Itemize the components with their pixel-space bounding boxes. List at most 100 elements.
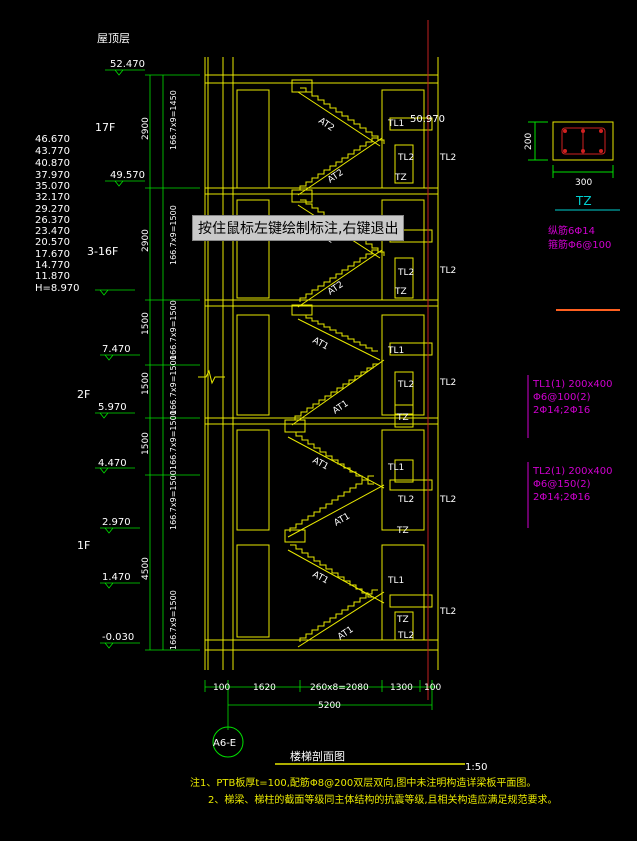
stair-flight-label: AT2 bbox=[326, 280, 345, 298]
drawing-title: 楼梯剖面图 1:50 bbox=[275, 749, 487, 773]
stair-labels: AT2 AT2 AT2 AT2 AT1 AT1 AT1 AT1 AT1 AT1 … bbox=[311, 116, 457, 642]
level-text: 35.070 bbox=[35, 181, 70, 192]
tl-label: TL1 bbox=[387, 119, 404, 129]
title-scale: 1:50 bbox=[465, 762, 487, 773]
elevation-text: 5.970 bbox=[98, 402, 127, 413]
dim-text: 166.7x9=1450 bbox=[169, 90, 178, 150]
tl-label: TL2 bbox=[397, 268, 414, 278]
tl-label: TL2 bbox=[439, 153, 456, 163]
floor-label: 1F bbox=[77, 539, 90, 552]
dim-text: 166.7x9=1500 bbox=[169, 410, 178, 470]
tz-rebar: 纵筋6Φ14 bbox=[548, 224, 595, 237]
tz-label: TZ bbox=[394, 173, 407, 183]
tl-label: TL2 bbox=[397, 495, 414, 505]
stair-flight-label: AT2 bbox=[316, 116, 335, 134]
level-text: 14.770 bbox=[35, 260, 70, 271]
total-dim-text: 5200 bbox=[318, 701, 341, 711]
elevation-text: 49.570 bbox=[110, 170, 145, 181]
floor-label: 2F bbox=[77, 388, 90, 401]
elevation-text: 7.470 bbox=[102, 344, 131, 355]
level-text: 46.670 bbox=[35, 134, 70, 145]
elevation-text: -0.030 bbox=[102, 632, 134, 643]
dim-text: 4500 bbox=[141, 557, 151, 580]
tz-section-detail: 200 300 TZ 纵筋6Φ14 箍筋Φ6@100 bbox=[524, 121, 620, 311]
level-text: 32.170 bbox=[35, 192, 70, 203]
tl-label: TL2 bbox=[439, 266, 456, 276]
tl2-spec-name: TL2(1) 200x400 bbox=[532, 466, 612, 477]
tl-label: TL2 bbox=[397, 631, 414, 641]
dim-text: 166.7x9=1500 bbox=[169, 470, 178, 530]
elevation-text: 4.470 bbox=[98, 458, 127, 469]
dim-text: 166.7x9=1500 bbox=[169, 300, 178, 360]
tl-specs: TL1(1) 200x400 Φ6@100(2) 2Φ14;2Φ16 TL2(1… bbox=[527, 375, 612, 528]
tl1-spec-line: 2Φ14;2Φ16 bbox=[533, 405, 590, 416]
level-text: 26.370 bbox=[35, 215, 70, 226]
dim-text: 260x8=2080 bbox=[310, 683, 369, 693]
tz-name: TZ bbox=[575, 194, 592, 208]
dim-text: 2900 bbox=[141, 117, 151, 140]
tl-label: TL1 bbox=[387, 463, 404, 473]
roof-label: 屋顶层 bbox=[97, 32, 130, 45]
level-text: 37.970 bbox=[35, 170, 70, 181]
level-text: 43.770 bbox=[35, 146, 70, 157]
dim-text: 1500 bbox=[141, 432, 151, 455]
note-line: 2、梯梁、梯柱的截面等级同主体结构的抗震等级,且相关构造应满足规范要求。 bbox=[208, 793, 558, 806]
dim-text: 1620 bbox=[253, 683, 276, 693]
tz-rebar: 箍筋Φ6@100 bbox=[548, 238, 611, 251]
tl-label: TL1 bbox=[387, 576, 404, 586]
left-dimension-chain bbox=[95, 69, 200, 651]
level-text: 29.270 bbox=[35, 204, 70, 215]
level-text: 40.870 bbox=[35, 158, 70, 169]
tl1-spec-name: TL1(1) 200x400 bbox=[532, 379, 612, 390]
floor-labels: 屋顶层 17F 3-16F 2F 1F bbox=[77, 32, 130, 552]
floor-label: 3-16F bbox=[87, 245, 118, 258]
drawing-tooltip: 按住鼠标左键绘制标注,右键退出 bbox=[192, 215, 405, 241]
horizontal-dim-text: 100 1620 260x8=2080 1300 100 5200 bbox=[213, 683, 441, 711]
dim-text: 100 bbox=[213, 683, 230, 693]
elevation-text: 50.970 bbox=[410, 114, 445, 125]
level-text: 17.670 bbox=[35, 249, 70, 260]
tz-label: TZ bbox=[396, 615, 409, 625]
elevation-text: 1.470 bbox=[102, 572, 131, 583]
dim-text: 1300 bbox=[390, 683, 413, 693]
elevation-text: 2.970 bbox=[102, 517, 131, 528]
tl-label: TL2 bbox=[397, 153, 414, 163]
tl2-spec-line: Φ6@150(2) bbox=[533, 479, 591, 490]
tl-label: TL1 bbox=[387, 346, 404, 356]
stair-flight-label: AT1 bbox=[311, 336, 330, 353]
tl-label: TL2 bbox=[439, 495, 456, 505]
tl1-spec-line: Φ6@100(2) bbox=[533, 392, 591, 403]
vertical-dims-detail: 166.7x9=1450 166.7x9=1500 166.7x9=1500 1… bbox=[169, 90, 178, 650]
tz-label: TZ bbox=[396, 413, 409, 423]
stair-flight-label: AT1 bbox=[331, 399, 350, 417]
tl2-spec-line: 2Φ14;2Φ16 bbox=[533, 492, 590, 503]
tz-label: TZ bbox=[396, 526, 409, 536]
tz-label: TZ bbox=[394, 287, 407, 297]
notes: 注1、PTB板厚t=100,配筋Φ8@200双层双向,图中未注明构造详梁板平面图… bbox=[190, 776, 558, 806]
dim-text: 1500 bbox=[141, 312, 151, 335]
level-stack: 46.670 43.770 40.870 37.970 35.070 32.17… bbox=[35, 134, 80, 294]
dim-text: 1500 bbox=[141, 372, 151, 395]
dim-text: 166.7x9=1500 bbox=[169, 590, 178, 650]
tl-label: TL2 bbox=[397, 380, 414, 390]
stair-flight-label: AT2 bbox=[326, 168, 345, 186]
horizontal-dimensions bbox=[204, 680, 438, 730]
level-text: 20.570 bbox=[35, 237, 70, 248]
floor-label: 17F bbox=[95, 121, 115, 134]
level-text: 23.470 bbox=[35, 226, 70, 237]
axis-bubble-label: A6-E bbox=[213, 738, 236, 749]
dim-text: 166.7x9=1500 bbox=[169, 205, 178, 265]
stair-flight-label: AT1 bbox=[333, 512, 352, 529]
tl-label: TL2 bbox=[439, 607, 456, 617]
axis-bubble: A6-E bbox=[212, 726, 244, 758]
tz-width: 300 bbox=[575, 178, 592, 188]
elevation-marks: 52.470 49.570 7.470 5.970 4.470 2.970 1.… bbox=[98, 59, 445, 643]
note-line: 注1、PTB板厚t=100,配筋Φ8@200双层双向,图中未注明构造详梁板平面图… bbox=[190, 776, 536, 789]
vertical-dims: 2900 2900 1500 1500 1500 4500 bbox=[141, 117, 151, 580]
level-text: 11.870 bbox=[35, 271, 70, 282]
dim-text: 100 bbox=[424, 683, 441, 693]
level-text: H=8.970 bbox=[35, 283, 80, 294]
stair-flight-label: AT1 bbox=[311, 570, 330, 587]
tl-label: TL2 bbox=[439, 378, 456, 388]
